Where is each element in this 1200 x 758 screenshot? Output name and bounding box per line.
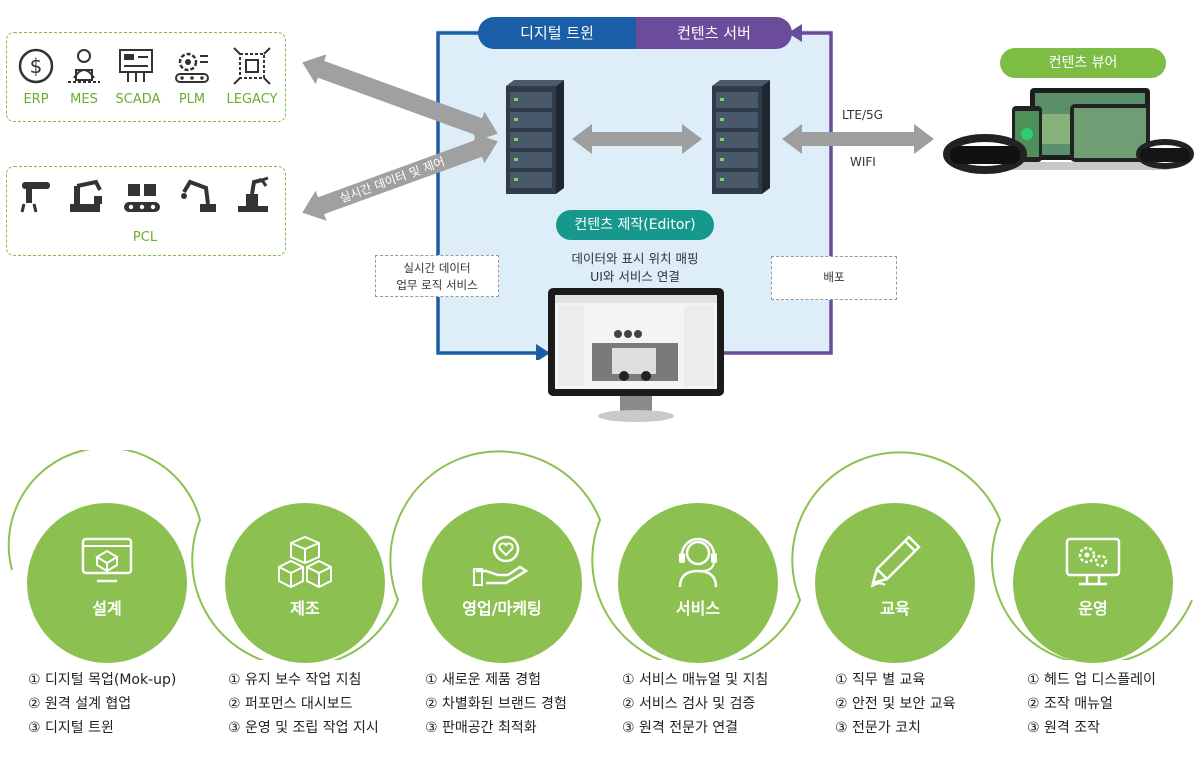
editor-desc-line1: 데이터와 표시 위치 매핑 xyxy=(571,251,699,266)
category-education: 교육 xyxy=(815,503,975,663)
category-list-sales-marketing: ① 새로운 제품 경험 ② 차별화된 브랜드 경험 ③ 판매공간 최적화 xyxy=(425,668,567,740)
system-label-pcl: PCL xyxy=(132,230,158,245)
category-label-service: 서비스 xyxy=(675,599,721,618)
content-viewer-title: 컨텐츠 뷰어 xyxy=(1000,48,1166,78)
list-item: ③ 전문가 코치 xyxy=(835,720,921,736)
category-label-operation: 운영 xyxy=(1078,599,1108,618)
system-integration-arrows xyxy=(302,55,498,221)
robot-arm-icon xyxy=(70,179,102,212)
pencil-icon xyxy=(870,535,921,588)
category-manufacturing: 제조 xyxy=(225,503,385,663)
note-realtime-line2: 업무 로직 서비스 xyxy=(396,278,478,292)
list-item: ② 차별화된 브랜드 경험 xyxy=(425,696,567,712)
list-item: ② 퍼포먼스 대시보드 xyxy=(228,696,353,712)
list-item: ① 서비스 매뉴얼 및 지침 xyxy=(622,672,769,688)
category-operation: 운영 xyxy=(1013,503,1173,663)
tab-digital-twin: 디지털 트윈 xyxy=(478,17,636,49)
robot-gripper-icon xyxy=(20,182,50,213)
monitor-gears-icon xyxy=(1065,537,1121,586)
list-item: ① 디지털 목업(Mok-up) xyxy=(28,672,177,688)
list-item: ③ 원격 전문가 연결 xyxy=(622,720,739,736)
wifi-label: WIFI xyxy=(850,155,876,169)
server-rack-icon xyxy=(506,80,564,194)
note-realtime-line1: 실시간 데이터 xyxy=(403,261,471,275)
monitor-cube-icon xyxy=(81,537,133,583)
viewer-devices-image xyxy=(943,88,1194,174)
category-list-design: ① 디지털 목업(Mok-up) ② 원격 설계 협업 ③ 디지털 트윈 xyxy=(28,668,176,740)
legacy-frame-icon xyxy=(233,47,271,85)
list-item: ③ 원격 조작 xyxy=(1027,720,1100,736)
panel-flow-lines xyxy=(436,24,833,360)
industrial-robot-icon xyxy=(238,176,269,212)
deploy-network-arrow xyxy=(782,124,934,154)
list-item: ② 원격 설계 협업 xyxy=(28,696,132,712)
list-item: ③ 판매공간 최적화 xyxy=(425,720,537,736)
hand-heart-icon xyxy=(473,535,529,586)
svg-text:$: $ xyxy=(30,54,43,78)
category-label-manufacturing: 제조 xyxy=(290,599,320,618)
list-item: ① 직무 별 교육 xyxy=(835,672,926,688)
server-link-arrow xyxy=(572,124,702,154)
server-rack-icon xyxy=(712,80,770,194)
welding-robot-icon xyxy=(181,179,216,212)
headset-icon xyxy=(678,537,718,588)
category-service: 서비스 xyxy=(618,503,778,663)
system-label-erp: ERP xyxy=(23,92,49,107)
scada-monitor-icon xyxy=(119,49,153,82)
category-list-education: ① 직무 별 교육 ② 안전 및 보안 교육 ③ 전문가 코치 xyxy=(835,668,956,740)
list-item: ② 안전 및 보안 교육 xyxy=(835,696,956,712)
list-item: ② 조작 매뉴얼 xyxy=(1027,696,1113,712)
note-deploy: 배포 xyxy=(771,256,897,300)
editor-monitor-image xyxy=(548,288,724,422)
editor-desc-line2: UI와 서비스 연결 xyxy=(590,269,680,284)
list-item: ① 유지 보수 작업 지침 xyxy=(228,672,362,688)
list-item: ① 헤드 업 디스플레이 xyxy=(1027,672,1156,688)
system-label-plm: PLM xyxy=(178,92,206,107)
lte-label: LTE/5G xyxy=(842,108,883,122)
category-label-sales-marketing: 영업/마케팅 xyxy=(462,599,542,618)
category-design: 설계 xyxy=(27,503,187,663)
list-item: ③ 디지털 트윈 xyxy=(28,720,114,736)
worker-icon xyxy=(68,49,100,83)
list-item: ③ 운영 및 조립 작업 지시 xyxy=(228,720,379,736)
system-label-scada: SCADA xyxy=(115,92,161,107)
content-editor-title: 컨텐츠 제작(Editor) xyxy=(556,210,714,240)
system-label-legacy: LEGACY xyxy=(226,92,278,107)
list-item: ② 서비스 검사 및 검증 xyxy=(622,696,756,712)
tab-content-server: 컨텐츠 서버 xyxy=(636,17,792,49)
dollar-icon: $ xyxy=(18,48,54,84)
gear-conveyor-icon xyxy=(175,52,209,83)
category-label-design: 설계 xyxy=(92,599,122,618)
category-list-manufacturing: ① 유지 보수 작업 지침 ② 퍼포먼스 대시보드 ③ 운영 및 조립 작업 지… xyxy=(228,668,379,740)
list-item: ① 새로운 제품 경험 xyxy=(425,672,542,688)
note-realtime-logic: 실시간 데이터 업무 로직 서비스 xyxy=(375,255,499,297)
category-list-operation: ① 헤드 업 디스플레이 ② 조작 매뉴얼 ③ 원격 조작 xyxy=(1027,668,1156,740)
system-label-mes: MES xyxy=(70,92,98,107)
boxes-icon xyxy=(278,535,332,589)
category-connector-curve xyxy=(7,450,1193,660)
category-label-education: 교육 xyxy=(880,599,910,618)
category-list-service: ① 서비스 매뉴얼 및 지침 ② 서비스 검사 및 검증 ③ 원격 전문가 연결 xyxy=(622,668,768,740)
conveyor-boxes-icon xyxy=(124,184,160,212)
category-sales-marketing: 영업/마케팅 xyxy=(422,503,582,663)
